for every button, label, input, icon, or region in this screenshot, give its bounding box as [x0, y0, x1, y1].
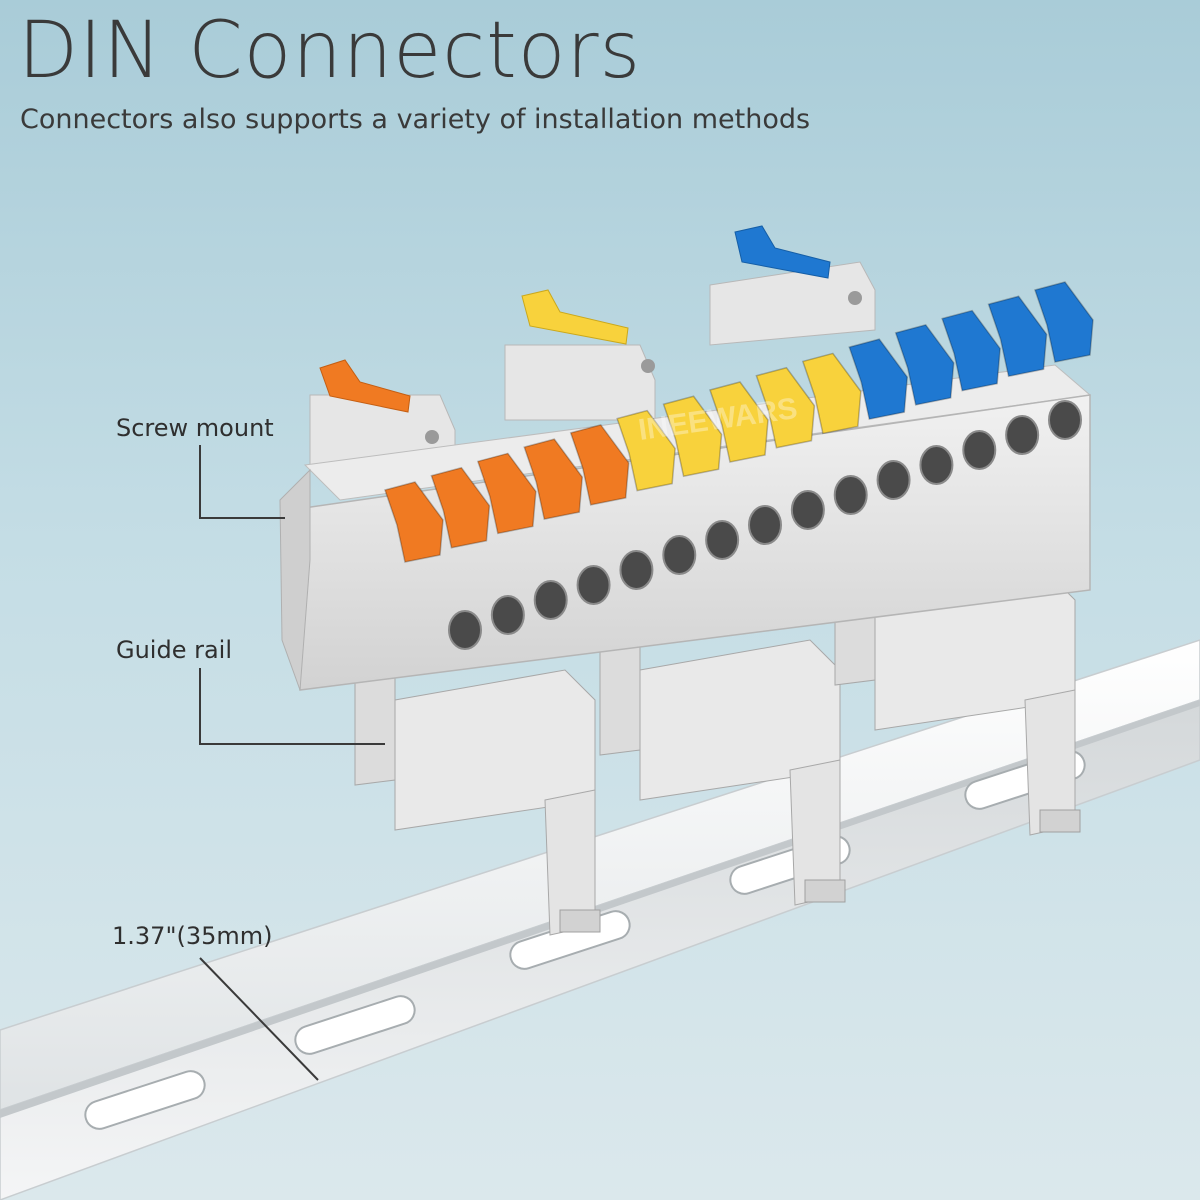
wire-hole: [533, 580, 568, 620]
push-lever-orange: [430, 466, 491, 549]
push-lever-orange: [476, 452, 537, 535]
wire-hole: [1005, 415, 1040, 455]
screw-mount-tab-right: [709, 261, 876, 346]
rail-slot: [294, 995, 416, 1055]
wire-hole: [448, 610, 482, 650]
screw-mount-leader: [199, 445, 285, 519]
screw-mount-label: Screw mount: [116, 414, 274, 442]
mounting-foot: [354, 649, 601, 936]
connector-block: [279, 225, 1094, 691]
push-lever-orange: [523, 438, 584, 521]
push-lever-orange: [384, 481, 444, 563]
push-lever-blue: [894, 324, 955, 406]
push-lever-yellow: [755, 366, 816, 449]
mounting-foot: [599, 619, 846, 906]
guide-rail-label: Guide rail: [116, 636, 233, 664]
push-lever-yellow: [801, 352, 862, 435]
rail-width-label: 1.37"(35mm): [112, 922, 273, 950]
push-lever-blue: [848, 338, 909, 421]
wire-hole: [576, 565, 611, 605]
feed-lever-blue: [734, 225, 831, 279]
feed-lever-orange: [319, 359, 411, 413]
wire-hole: [490, 595, 525, 635]
page-subtitle: Connectors also supports a variety of in…: [20, 104, 811, 135]
push-lever-yellow: [662, 395, 723, 478]
push-lever-blue: [941, 309, 1001, 392]
rail-slot: [84, 1070, 206, 1130]
push-lever-yellow: [616, 409, 676, 492]
wire-hole: [1048, 400, 1082, 440]
wire-hole: [748, 505, 782, 545]
mounting-feet: [354, 549, 1081, 936]
rail-width-leader: [199, 957, 319, 1081]
guide-rail-leader: [199, 668, 385, 745]
callout-lines: [199, 445, 385, 1081]
wire-hole: [962, 430, 997, 470]
din-rail: [0, 639, 1200, 1200]
wire-hole: [833, 475, 868, 515]
page-title: DIN Connectors: [18, 6, 642, 96]
push-lever-orange: [569, 424, 630, 506]
wire-entry-holes: [448, 400, 1082, 650]
wire-hole: [876, 460, 911, 500]
wire-hole: [705, 520, 740, 560]
push-lever-blue: [1034, 281, 1094, 363]
screw-mount-tab-middle: [504, 344, 656, 421]
wire-hole: [790, 490, 825, 530]
push-lever-yellow: [709, 381, 769, 463]
wire-hole: [662, 535, 697, 575]
push-levers: [384, 281, 1094, 563]
feed-lever-yellow: [521, 289, 629, 345]
push-lever-blue: [987, 295, 1048, 378]
wire-hole: [619, 550, 654, 590]
wire-hole: [919, 445, 954, 485]
